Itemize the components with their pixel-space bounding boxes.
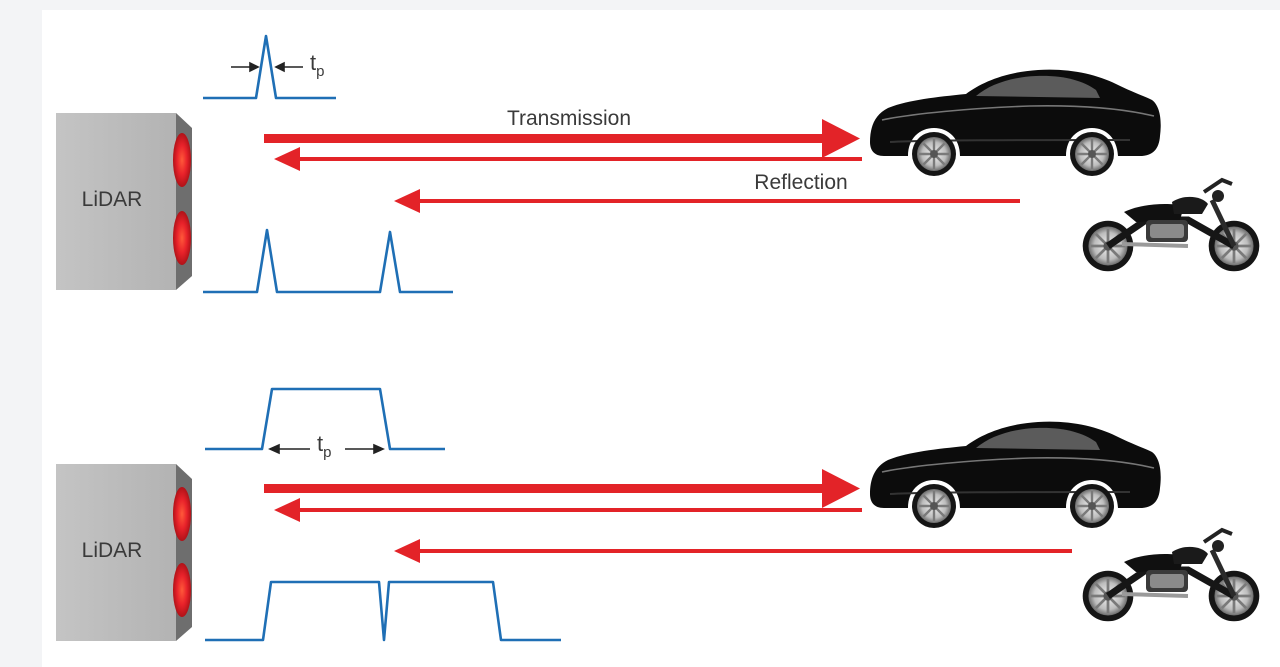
car-icon [870, 70, 1161, 176]
car-icon [870, 422, 1161, 528]
bottom-transmission-beam [264, 469, 860, 508]
top-return-pulses [203, 228, 453, 294]
top-reflection-beam-motorcycle [394, 189, 1020, 213]
top-pulse-width-label: tp [310, 50, 324, 80]
diagram-canvas: LiDAR tp Transmission Reflection LiDAR [42, 10, 1280, 667]
top-transmission-beam [264, 119, 860, 158]
transmission-label: Transmission [507, 107, 631, 130]
motorcycle-icon [1083, 180, 1260, 271]
reflection-label: Reflection [754, 171, 847, 194]
motorcycle-icon [1083, 530, 1260, 621]
bottom-reflection-beam-motorcycle [394, 539, 1072, 563]
emitter-lens-lower [173, 211, 191, 265]
top-pulse-width-marker [231, 61, 303, 73]
top-lidar-device: LiDAR [56, 113, 192, 290]
bottom-pulse-width-marker [268, 443, 385, 455]
emitter-lens-lower [173, 563, 191, 617]
emitter-lens-upper [173, 133, 191, 187]
top-transmit-pulse [203, 34, 336, 100]
bottom-lidar-device: LiDAR [56, 464, 192, 641]
top-device-label: LiDAR [82, 188, 143, 211]
emitter-lens-upper [173, 487, 191, 541]
bottom-transmit-pulse [205, 387, 445, 451]
bottom-pulse-width-label: tp [317, 431, 331, 461]
bottom-device-label: LiDAR [82, 539, 143, 562]
top-reflection-beam-car [274, 147, 862, 171]
bottom-return-pulses [205, 580, 561, 642]
bottom-reflection-beam-car [274, 498, 862, 522]
